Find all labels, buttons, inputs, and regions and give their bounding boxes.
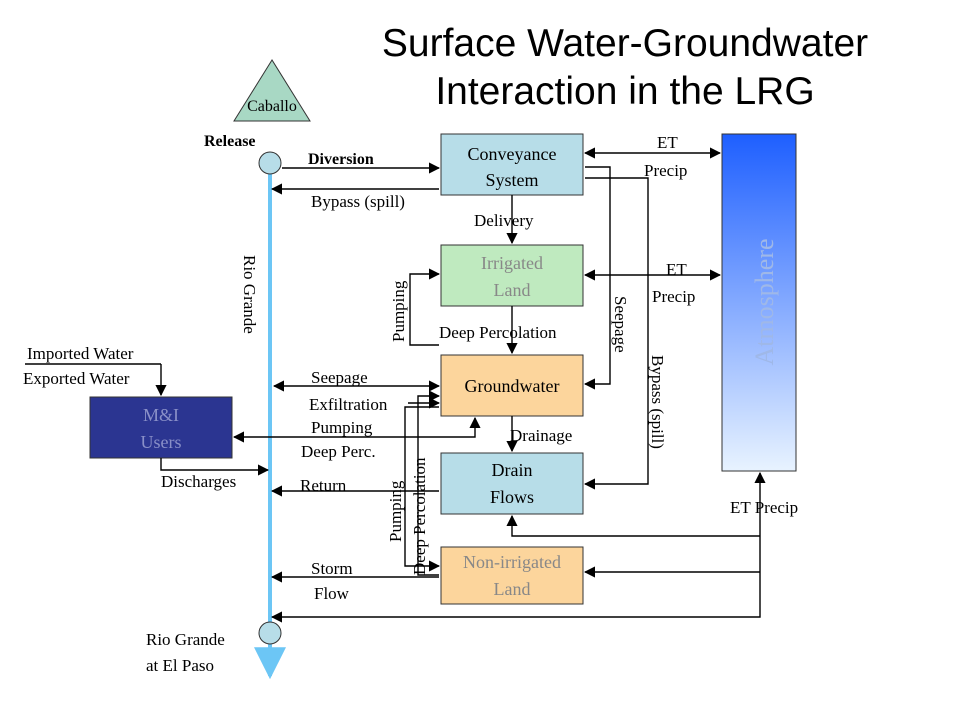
imported-water-label: Imported Water bbox=[27, 344, 134, 363]
mi-label-1: M&I bbox=[143, 405, 179, 425]
seepage-label: Seepage bbox=[311, 368, 368, 387]
mi-label-2: Users bbox=[141, 432, 182, 452]
bypass-spill-vertical-label: Bypass (spill) bbox=[648, 355, 667, 449]
et-label-1: ET bbox=[657, 133, 678, 152]
drainage-label: Drainage bbox=[510, 426, 572, 445]
flow-label: Flow bbox=[314, 584, 350, 603]
conveyance-label-1: Conveyance bbox=[468, 144, 557, 164]
irrigated-label-2: Land bbox=[494, 280, 531, 300]
release-label: Release bbox=[204, 133, 256, 150]
irrigated-label-1: Irrigated bbox=[481, 253, 543, 273]
rio-grande-el-paso-label-2: at El Paso bbox=[146, 656, 214, 675]
et-precip-drain-arrow bbox=[506, 514, 760, 537]
drain-label-1: Drain bbox=[492, 460, 533, 480]
deep-percolation-low-label: Deep Percolation bbox=[410, 457, 429, 575]
rio-grande-el-paso-label-1: Rio Grande bbox=[146, 630, 225, 649]
atmosphere-label: Atmosphere bbox=[750, 238, 779, 365]
bypass-spill-label: Bypass (spill) bbox=[311, 192, 405, 211]
irrigated-land-box bbox=[440, 244, 584, 307]
conveyance-system-box bbox=[440, 133, 584, 196]
seepage-conveyance-arrow bbox=[583, 166, 611, 390]
title-line-1: Surface Water-Groundwater bbox=[382, 22, 868, 65]
deep-percolation-label: Deep Percolation bbox=[439, 323, 557, 342]
conveyance-label-2: System bbox=[485, 170, 538, 190]
deep-perc-label: Deep Perc. bbox=[301, 442, 376, 461]
precip-label-1: Precip bbox=[644, 161, 687, 180]
drain-label-2: Flows bbox=[490, 487, 534, 507]
groundwater-label: Groundwater bbox=[465, 376, 560, 396]
rio-grande-label: Rio Grande bbox=[240, 255, 259, 334]
pumping-label: Pumping bbox=[311, 418, 373, 437]
et-precip-lower-arrow bbox=[270, 471, 766, 623]
return-label: Return bbox=[300, 476, 347, 495]
caballo-label: Caballo bbox=[247, 98, 297, 115]
release-gauge bbox=[258, 151, 282, 175]
atmosphere-box bbox=[721, 133, 797, 472]
discharges-label: Discharges bbox=[161, 472, 236, 491]
el-paso-gauge bbox=[258, 621, 282, 645]
seepage-vertical-label: Seepage bbox=[611, 296, 630, 353]
groundwater-box bbox=[440, 354, 584, 417]
nonirrigated-label-1: Non-irrigated bbox=[463, 552, 561, 572]
diversion-label: Diversion bbox=[308, 151, 374, 168]
discharges-arrow bbox=[160, 458, 270, 476]
precip-label-2: Precip bbox=[652, 287, 695, 306]
et-precip-label: ET Precip bbox=[730, 498, 798, 517]
exfiltration-label: Exfiltration bbox=[309, 395, 388, 414]
nonirrigated-label-2: Land bbox=[494, 579, 531, 599]
pumping-irrigated-label: Pumping bbox=[389, 280, 408, 342]
pumping-low-label: Pumping bbox=[386, 480, 405, 542]
mi-gw-pumping-arrow bbox=[232, 416, 481, 443]
et-label-2: ET bbox=[666, 260, 687, 279]
delivery-label: Delivery bbox=[474, 211, 534, 230]
title-line-2: Interaction in the LRG bbox=[435, 70, 814, 113]
pumping-irrigated-arrow bbox=[409, 268, 441, 346]
exported-water-label: Exported Water bbox=[23, 369, 130, 388]
storm-label: Storm bbox=[311, 559, 353, 578]
caballo-reservoir bbox=[233, 59, 311, 122]
